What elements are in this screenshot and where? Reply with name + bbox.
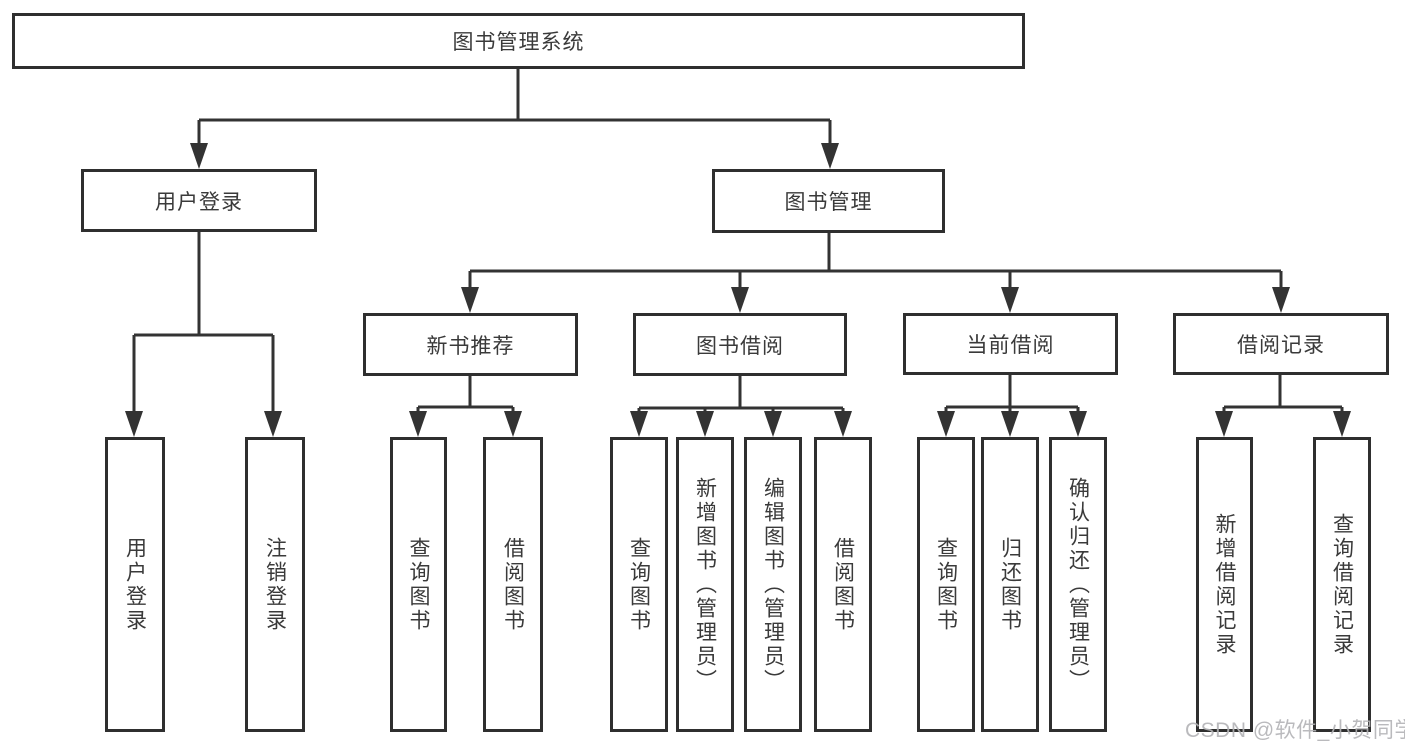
node-user-login: 用户登录 xyxy=(81,169,317,232)
leaf-query-books-recommend: 查询图书 xyxy=(390,437,447,732)
leaf-add-book-admin-label: 新增图书（管理员） xyxy=(693,476,717,693)
leaf-query-books-recommend-label: 查询图书 xyxy=(407,536,430,633)
leaf-query-borrow-record: 查询借阅记录 xyxy=(1313,437,1371,732)
leaf-edit-book-admin-label: 编辑图书（管理员） xyxy=(761,476,785,693)
node-new-book-recommend-label: 新书推荐 xyxy=(426,334,515,358)
leaf-user-login-label: 用户登录 xyxy=(123,536,147,633)
node-book-borrow-label: 图书借阅 xyxy=(696,334,784,358)
leaf-confirm-return-admin: 确认归还（管理员） xyxy=(1049,437,1107,732)
node-book-borrow: 图书借阅 xyxy=(633,313,847,376)
leaf-query-borrow-record-label: 查询借阅记录 xyxy=(1330,512,1354,657)
leaf-return-books: 归还图书 xyxy=(981,437,1039,732)
node-new-book-recommend: 新书推荐 xyxy=(363,313,578,376)
leaf-query-books-current-label: 查询图书 xyxy=(934,536,958,633)
leaf-borrow-books-2-label: 借阅图书 xyxy=(831,536,855,633)
leaf-add-borrow-record-label: 新增借阅记录 xyxy=(1213,512,1236,657)
leaf-add-book-admin: 新增图书（管理员） xyxy=(676,437,734,732)
leaf-confirm-return-admin-label: 确认归还（管理员） xyxy=(1066,476,1090,693)
leaf-logout: 注销登录 xyxy=(245,437,305,732)
node-borrow-records: 借阅记录 xyxy=(1173,313,1389,375)
node-borrow-records-label: 借阅记录 xyxy=(1237,334,1325,357)
node-user-login-label: 用户登录 xyxy=(155,190,243,214)
node-current-borrow: 当前借阅 xyxy=(903,313,1118,375)
leaf-borrow-books-recommend: 借阅图书 xyxy=(483,437,543,732)
leaf-query-books-current: 查询图书 xyxy=(917,437,975,732)
leaf-return-books-label: 归还图书 xyxy=(998,536,1022,633)
csdn-watermark: CSDN @软件_小贺同学 xyxy=(1185,719,1405,742)
leaf-edit-book-admin: 编辑图书（管理员） xyxy=(744,437,802,732)
leaf-user-login: 用户登录 xyxy=(105,437,165,732)
node-book-management-label: 图书管理 xyxy=(784,191,873,214)
leaf-logout-label: 注销登录 xyxy=(263,536,287,633)
leaf-add-borrow-record: 新增借阅记录 xyxy=(1196,437,1253,732)
node-root-label: 图书管理系统 xyxy=(452,31,585,54)
leaf-borrow-books-recommend-label: 借阅图书 xyxy=(501,536,525,633)
node-book-management: 图书管理 xyxy=(712,169,945,233)
leaf-borrow-books-2: 借阅图书 xyxy=(814,437,872,732)
node-current-borrow-label: 当前借阅 xyxy=(966,334,1055,357)
leaf-query-books-borrow-label: 查询图书 xyxy=(627,536,651,633)
node-root: 图书管理系统 xyxy=(12,13,1025,69)
leaf-query-books-borrow: 查询图书 xyxy=(610,437,668,732)
